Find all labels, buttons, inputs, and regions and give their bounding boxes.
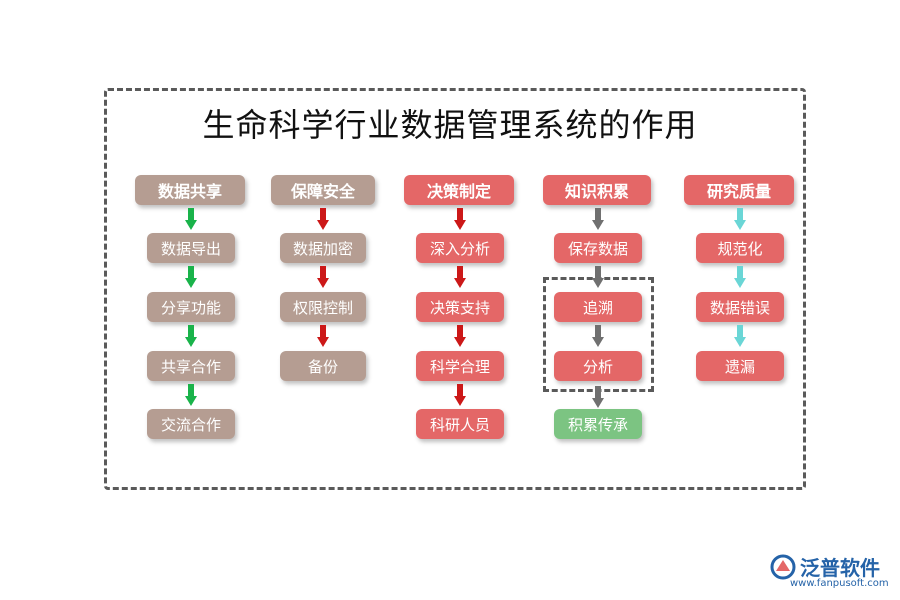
brand-name: 泛普软件 xyxy=(800,556,880,580)
node-data-export: 数据导出 xyxy=(147,233,235,263)
node-save-data: 保存数据 xyxy=(554,233,642,263)
down-arrow-icon xyxy=(454,384,466,406)
header-security: 保障安全 xyxy=(271,175,375,205)
node-traceability: 追溯 xyxy=(554,292,642,322)
down-arrow-icon xyxy=(592,208,604,230)
brand-url: www.fanpusoft.com xyxy=(790,578,889,589)
node-data-errors: 数据错误 xyxy=(696,292,784,322)
node-backup: 备份 xyxy=(280,351,366,381)
outer-dashed-frame xyxy=(104,88,806,490)
brand-mark-icon xyxy=(770,554,796,579)
down-arrow-icon xyxy=(185,266,197,288)
down-arrow-icon xyxy=(185,325,197,347)
down-arrow-icon xyxy=(454,325,466,347)
down-arrow-icon xyxy=(454,208,466,230)
down-arrow-icon xyxy=(734,266,746,288)
down-arrow-icon xyxy=(185,208,197,230)
diagram-title: 生命科学行业数据管理系统的作用 xyxy=(202,106,698,144)
down-arrow-icon xyxy=(734,208,746,230)
down-arrow-icon xyxy=(317,266,329,288)
node-analysis: 分析 xyxy=(554,351,642,381)
node-decision-support: 决策支持 xyxy=(416,292,504,322)
node-exchange-cooperation: 交流合作 xyxy=(147,409,235,439)
down-arrow-icon xyxy=(592,386,604,408)
down-arrow-icon xyxy=(185,384,197,406)
node-inheritance: 积累传承 xyxy=(554,409,642,439)
node-permission-control: 权限控制 xyxy=(280,292,366,322)
down-arrow-icon xyxy=(454,266,466,288)
header-knowledge-accumulation: 知识积累 xyxy=(543,175,651,205)
header-research-quality: 研究质量 xyxy=(684,175,794,205)
node-scientific: 科学合理 xyxy=(416,351,504,381)
down-arrow-icon xyxy=(592,266,604,288)
node-deep-analysis: 深入分析 xyxy=(416,233,504,263)
header-decision-making: 决策制定 xyxy=(404,175,514,205)
node-share-cooperation: 共享合作 xyxy=(147,351,235,381)
node-data-encryption: 数据加密 xyxy=(280,233,366,263)
header-data-sharing: 数据共享 xyxy=(135,175,245,205)
node-standardization: 规范化 xyxy=(696,233,784,263)
down-arrow-icon xyxy=(317,208,329,230)
down-arrow-icon xyxy=(592,325,604,347)
node-omissions: 遗漏 xyxy=(696,351,784,381)
down-arrow-icon xyxy=(317,325,329,347)
brand-logo: 泛普软件 xyxy=(770,552,880,581)
node-researchers: 科研人员 xyxy=(416,409,504,439)
down-arrow-icon xyxy=(734,325,746,347)
node-share-function: 分享功能 xyxy=(147,292,235,322)
